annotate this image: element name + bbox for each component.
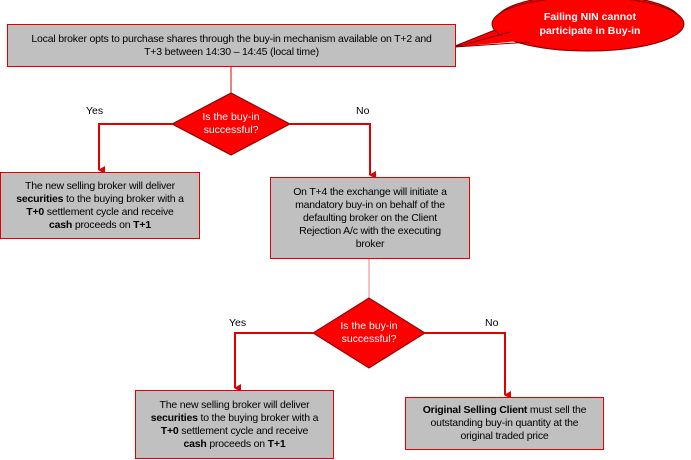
yes-outcome2-line4: proceeds on	[206, 437, 268, 450]
decision1-line1: Is the buy-in	[202, 111, 260, 123]
start-line1: Local broker opts to purchase shares thr…	[31, 32, 432, 45]
mandatory-line1: On T+4 the exchange will initiate a	[293, 185, 447, 198]
mandatory-line4: Rejection A/c with the executing	[299, 224, 441, 237]
yes-outcome1-box: The new selling broker will deliver secu…	[0, 172, 200, 239]
decision2-no-label: No	[485, 317, 499, 329]
no-outcome2-line3: original traded price	[460, 430, 549, 442]
start-box: Local broker opts to purchase shares thr…	[7, 24, 456, 67]
mandatory-line5: broker	[355, 237, 385, 250]
connector-no1	[290, 123, 376, 179]
yes-outcome1-t0: T+0	[26, 205, 45, 218]
no-outcome2-box: Original Selling Client must sell the ou…	[405, 397, 604, 450]
yes-outcome1-line3: settlement cycle and receive	[44, 205, 174, 218]
yes-outcome1-line4: proceeds on	[72, 218, 134, 231]
yes-outcome2-line2: to the buying broker with a	[197, 411, 319, 424]
no-outcome2-original-selling-client: Original Selling Client	[422, 404, 528, 416]
mandatory-line2: mandatory buy-in on behalf of the	[295, 198, 445, 211]
yes-outcome2-line1: The new selling broker will deliver	[159, 398, 310, 411]
decision2-text: Is the buy-in successful?	[319, 320, 419, 346]
decision1-yes-label: Yes	[86, 105, 104, 117]
callout-ellipse	[491, 0, 685, 52]
decision2-yes-label: Yes	[229, 317, 247, 329]
yes-outcome1-t1: T+1	[133, 218, 151, 231]
yes-outcome2-securities: securities	[150, 411, 198, 424]
yes-outcome2-box: The new selling broker will deliver secu…	[135, 390, 334, 459]
decision1-text: Is the buy-in successful?	[181, 111, 281, 137]
decision1-line2: successful?	[203, 124, 259, 136]
yes-outcome1-cash: cash	[49, 218, 73, 231]
start-line2: T+3 between 14:30 – 14:45 (local time)	[144, 45, 319, 58]
yes-outcome2-cash: cash	[183, 437, 207, 450]
callout-line1: Failing NIN cannot	[543, 11, 637, 23]
connector-yes2	[234, 332, 313, 392]
no-outcome2-line1: must sell the	[527, 404, 587, 416]
decision1-diamond	[170, 92, 292, 156]
no-outcome2-line2: outstanding buy-in quantity at the	[430, 417, 579, 429]
yes-outcome2-t0: T+0	[160, 424, 179, 437]
yes-outcome2-line3: settlement cycle and receive	[178, 424, 309, 437]
decision1-no-label: No	[356, 105, 370, 117]
decision2-line1: Is the buy-in	[340, 320, 398, 332]
connector-yes1	[98, 123, 172, 174]
mandatory-buyin-box: On T+4 the exchange will initiate a mand…	[270, 177, 470, 259]
mandatory-line3: defaulting broker on the Client	[303, 211, 437, 224]
decision2-diamond	[312, 297, 426, 369]
yes-outcome1-line2: to the buying broker with a	[63, 192, 184, 205]
callout-line2: participate in Buy-in	[539, 25, 641, 37]
yes-outcome1-securities: securities	[16, 192, 64, 205]
connector-no2	[425, 332, 511, 399]
yes-outcome1-line1: The new selling broker will deliver	[25, 179, 175, 192]
decision2-line2: successful?	[341, 333, 397, 345]
yes-outcome2-t1: T+1	[267, 437, 286, 450]
callout-text: Failing NIN cannot participate in Buy-in	[520, 10, 660, 38]
